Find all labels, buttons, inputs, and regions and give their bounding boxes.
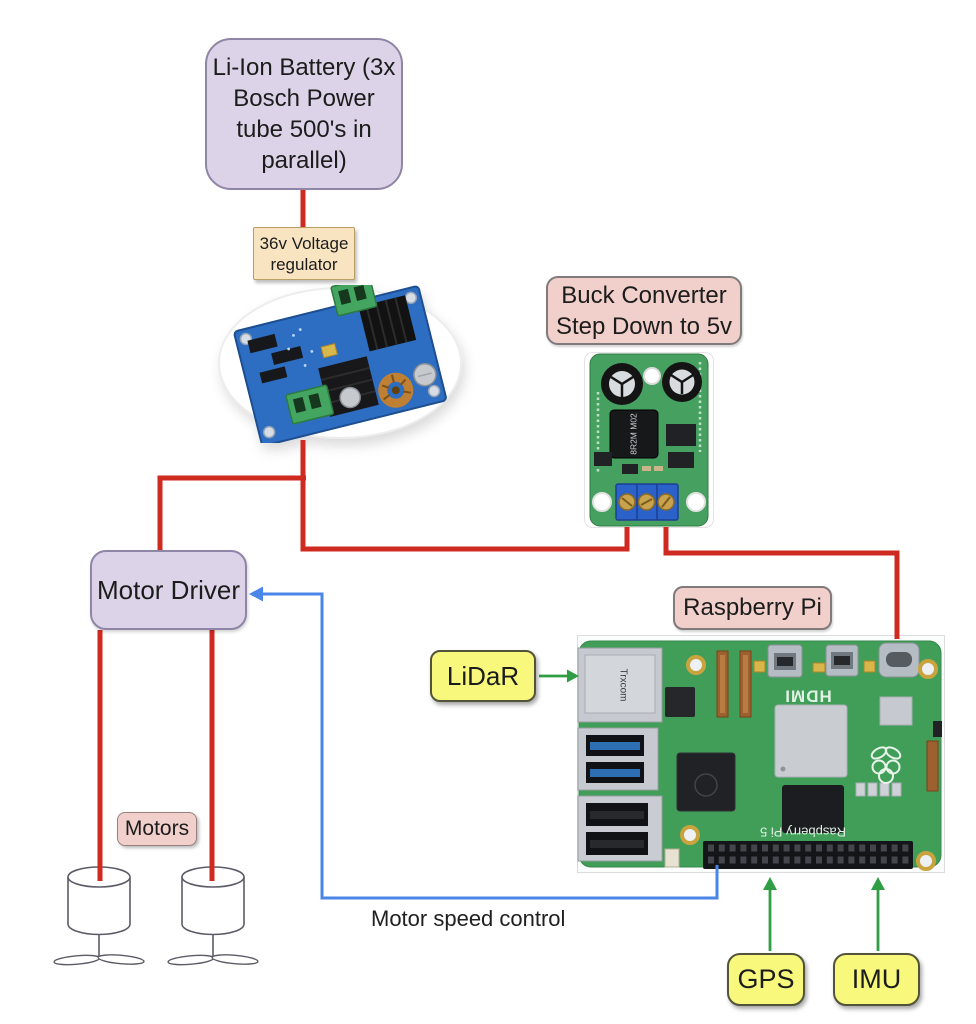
motor-symbol-right xyxy=(167,866,259,966)
motors-label: Motors xyxy=(124,817,190,840)
sensor-line-lidar-to-pi xyxy=(539,669,579,683)
pmic-chip xyxy=(879,696,913,726)
node-raspberry-pi: Raspberry Pi xyxy=(673,586,832,630)
motor-speed-control-label: Motor speed control xyxy=(371,906,566,931)
sensor-line-gps-to-pi xyxy=(763,877,777,951)
soc-chip xyxy=(676,752,736,812)
voltage-regulator-photo xyxy=(216,276,464,447)
small-chip xyxy=(665,687,695,717)
regulator-terminal-left xyxy=(285,384,334,425)
usb3-ports xyxy=(577,727,659,791)
imu-label: IMU xyxy=(851,964,902,994)
raspberry-logo xyxy=(870,746,902,784)
ethernet-brand-text: Trxcom xyxy=(617,669,628,702)
node-gps: GPS xyxy=(727,953,805,1006)
power-line-regulator-to-buck xyxy=(300,440,630,552)
battery-label: Li-Ion Battery (3x Bosch Power tube 500'… xyxy=(212,54,396,174)
voltage-regulator-board-drawing xyxy=(218,276,462,447)
buck-converter-label: Buck Converter Step Down to 5v xyxy=(555,281,733,340)
motor-driver-label: Motor Driver xyxy=(96,574,240,605)
ethernet-port: Trxcom xyxy=(577,647,663,723)
lidar-label: LiDaR xyxy=(446,660,520,691)
ram-chip xyxy=(782,785,844,833)
node-buck-converter: Buck Converter Step Down to 5v xyxy=(546,276,742,345)
camera-display-connectors xyxy=(716,650,939,792)
usb2-ports xyxy=(577,795,663,862)
gps-label: GPS xyxy=(737,964,795,994)
buck-terminal-block xyxy=(615,483,679,521)
node-imu: IMU xyxy=(833,953,920,1006)
motor-symbol-left xyxy=(53,866,145,966)
hdmi-silkscreen-text: HDMI xyxy=(784,687,831,706)
buck-capacitor-right xyxy=(662,362,702,402)
buck-capacitor-left xyxy=(601,363,643,405)
gpio-header xyxy=(703,841,913,869)
usb-c-power-port xyxy=(878,642,920,678)
raspberry-pi-photo: Trxcom xyxy=(577,635,945,873)
sensor-line-imu-to-pi xyxy=(871,877,885,951)
raspberry-pi-board-drawing: Trxcom xyxy=(577,635,945,873)
buck-converter-photo: 8R2M M02 xyxy=(584,352,714,528)
regulator-label: 36v Voltage regulator xyxy=(259,233,349,274)
inductor-marking-text: 8R2M M02 xyxy=(628,413,638,455)
rp1-chip xyxy=(774,704,848,778)
node-motor-driver: Motor Driver xyxy=(90,550,247,630)
power-line-branch-to-motor-driver xyxy=(157,475,306,551)
fan-connector xyxy=(664,848,680,868)
node-motors: Motors xyxy=(117,812,197,846)
pi-silkscreen-text: Raspberry Pi 5 xyxy=(760,825,846,840)
raspberry-pi-label: Raspberry Pi xyxy=(683,594,822,621)
micro-hdmi-ports xyxy=(767,644,859,678)
node-lidar: LiDaR xyxy=(430,650,536,702)
node-voltage-regulator: 36v Voltage regulator xyxy=(253,227,355,280)
buck-converter-board-drawing: 8R2M M02 xyxy=(584,352,714,528)
node-li-ion-battery: Li-Ion Battery (3x Bosch Power tube 500'… xyxy=(205,38,403,190)
buck-inductor: 8R2M M02 xyxy=(609,409,659,459)
